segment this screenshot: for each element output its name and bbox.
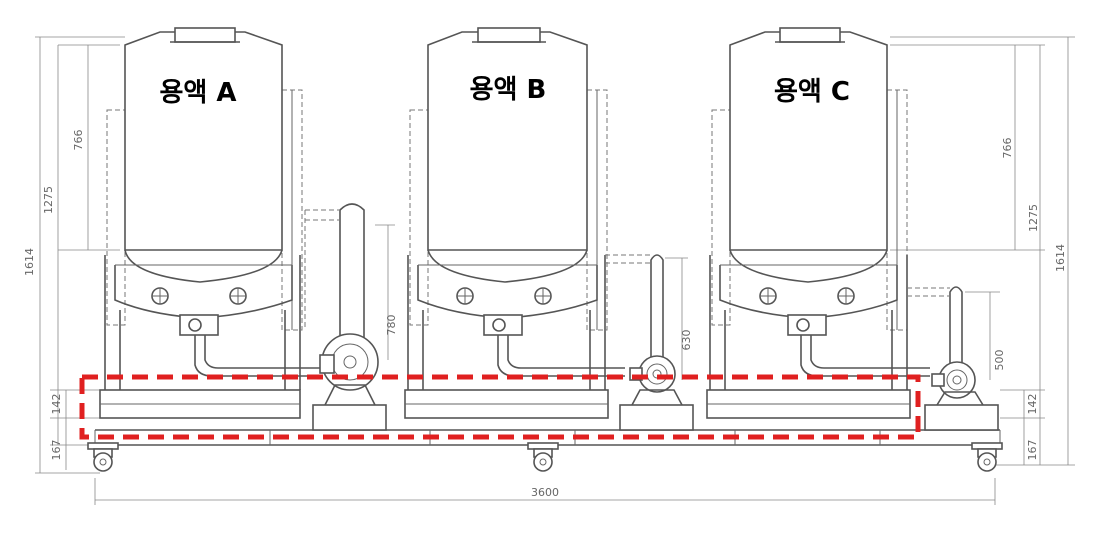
right-dimensions [890,36,1075,466]
dim-base-frame-right: 142 [1026,394,1039,415]
bottom-width-dimension [94,478,996,505]
tank-b [404,27,694,431]
tank-a [99,27,395,431]
caster-wheel-middle [527,442,559,472]
tank-label-b: 용액 B [470,75,547,105]
caster-wheel-left [87,442,119,472]
tank-c [706,27,1000,431]
tank-label-c: 용액 C [774,77,850,107]
dim-tank-body-left: 1275 [42,186,55,214]
dim-tank-upper-right: 766 [1001,138,1014,159]
dim-wheel-right: 167 [1026,440,1039,461]
left-dimensions [35,36,125,474]
dim-tank-upper-left: 766 [72,130,85,151]
dim-total-height-left: 1614 [23,248,36,276]
caster-wheel-right [971,442,1003,472]
dim-overall-width: 3600 [531,486,559,499]
dim-total-height-right: 1614 [1054,244,1067,272]
dim-pipe-a: 780 [385,315,398,336]
dim-pipe-c: 500 [993,350,1006,371]
highlight-box [79,374,921,440]
dim-tank-body-right: 1275 [1027,204,1040,232]
dim-base-frame-left: 142 [50,394,63,415]
tank-label-a: 용액 A [159,78,236,108]
dim-pipe-b: 630 [680,330,693,351]
dim-wheel-left: 167 [50,440,63,461]
